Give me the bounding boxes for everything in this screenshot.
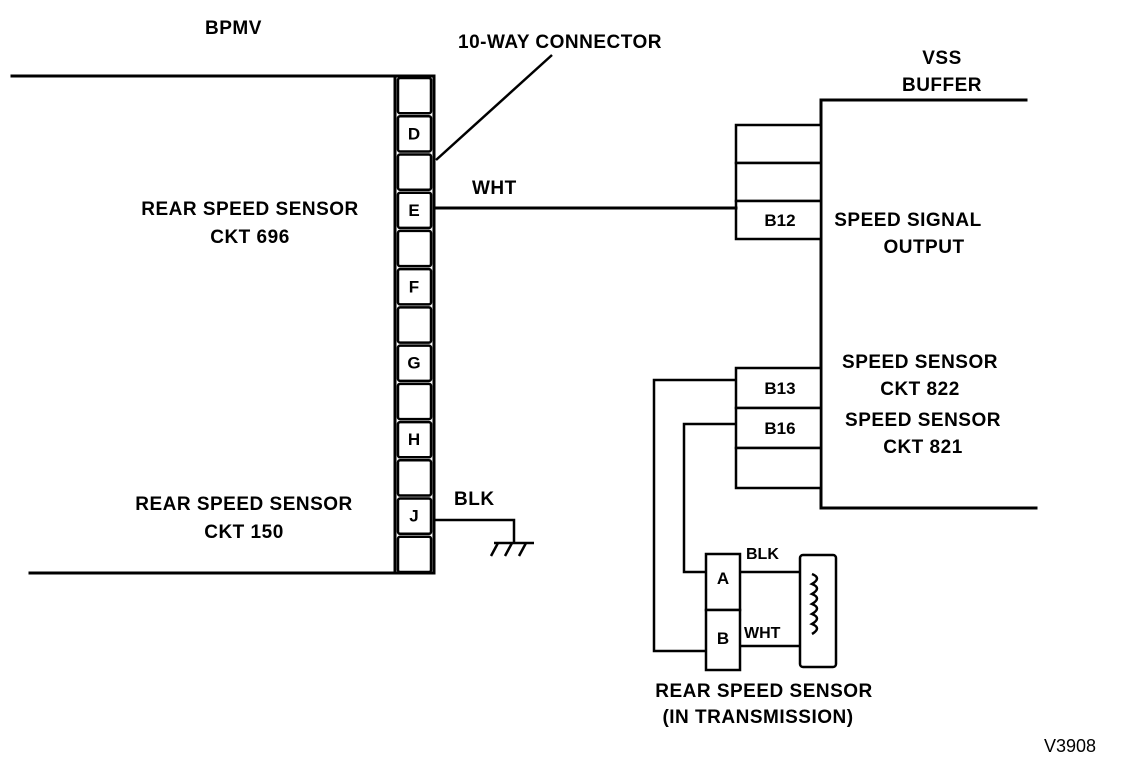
bpmv-pin-cell	[396, 76, 433, 115]
rear-speed-sensor: A B BLK WHT REAR SPEED SENSOR (IN TRANSM…	[655, 546, 873, 728]
wire-j-to-ground-color: BLK	[454, 489, 495, 510]
bpmv-pin-cell	[396, 229, 433, 268]
vss-buffer-outline	[819, 98, 1038, 510]
rss-lead-b-color: WHT	[744, 625, 781, 642]
rss-coil-housing	[798, 553, 838, 669]
rss-title-line2: (IN TRANSMISSION)	[662, 707, 853, 728]
vss-pin-cell	[734, 366, 823, 410]
rss-pin-b	[704, 608, 742, 672]
vss-title-line2: BUFFER	[902, 75, 982, 96]
vss-pin-cell	[734, 199, 823, 241]
bpmv-title: BPMV	[205, 18, 262, 39]
vss-circuit-822-line1: SPEED SENSOR	[842, 352, 998, 373]
wire-j-to-ground	[434, 518, 516, 543]
bpmv-pin-label: D	[408, 124, 420, 143]
bpmv-pin-cell	[396, 459, 433, 497]
bpmv-pin-label: E	[408, 201, 419, 220]
bpmv-pin-cell	[396, 191, 433, 230]
coil-icon	[809, 572, 819, 636]
vss-circuit-821-line2: CKT 821	[883, 437, 963, 458]
vss-circuit-output-line2: OUTPUT	[883, 237, 964, 258]
bpmv-pin-cell	[396, 153, 433, 191]
vss-pin-label: B16	[764, 419, 795, 438]
bpmv-pin-cell	[396, 420, 433, 459]
connector-label: 10-WAY CONNECTOR	[458, 32, 662, 53]
bpmv-pin-cell	[396, 114, 433, 153]
rss-pin-a-label: A	[717, 569, 729, 588]
wire-b16-to-rss-a	[682, 422, 736, 574]
vss-pin-cell	[734, 123, 823, 165]
bpmv-connector: D E F G H J	[396, 76, 433, 574]
wire-b13-to-rss-b	[652, 378, 736, 653]
rss-lead-a-color: BLK	[746, 546, 779, 563]
vss-circuit-821-line1: SPEED SENSOR	[845, 410, 1001, 431]
rss-pin-b-label: B	[717, 629, 729, 648]
wires: WHT BLK	[432, 178, 738, 653]
vss-pin-label: B12	[764, 211, 795, 230]
ground-symbol-icon	[489, 541, 534, 557]
rss-title-line1: REAR SPEED SENSOR	[655, 681, 873, 702]
connector-leader-line	[435, 54, 553, 161]
figure-code: V3908	[1044, 736, 1096, 756]
vss-pin-cell	[734, 161, 823, 203]
rss-pin-a	[704, 552, 742, 612]
bpmv-pin-cell	[396, 497, 433, 536]
vss-circuit-822-line2: CKT 822	[880, 379, 960, 400]
bpmv-pin-label: F	[409, 277, 419, 296]
bpmv-circuit-150-line1: REAR SPEED SENSOR	[135, 494, 353, 515]
bpmv-pin-cell	[396, 535, 433, 574]
vss-pin-label: B13	[764, 379, 795, 398]
bpmv-pin-label: G	[407, 354, 420, 373]
vss-pin-cell	[734, 446, 823, 490]
bpmv-pin-label: J	[409, 507, 418, 526]
bpmv-module: BPMV D E F G H J REAR SPEED SENSOR CKT 696 RE…	[10, 18, 662, 575]
bpmv-pin-label: H	[408, 430, 420, 449]
vss-connector-upper: B12	[734, 123, 823, 241]
vss-title-line1: VSS	[922, 48, 962, 69]
bpmv-circuit-696-line2: CKT 696	[210, 227, 290, 248]
bpmv-circuit-696-line1: REAR SPEED SENSOR	[141, 199, 359, 220]
bpmv-circuit-150-line2: CKT 150	[204, 522, 284, 543]
bpmv-pin-cell	[396, 382, 433, 421]
vss-circuit-output-line1: SPEED SIGNAL	[834, 210, 981, 231]
bpmv-pin-cell	[396, 306, 433, 344]
wire-e-to-b12-color: WHT	[472, 178, 517, 199]
bpmv-pin-cell	[396, 267, 433, 306]
vss-pin-cell	[734, 406, 823, 450]
bpmv-pin-cell	[396, 344, 433, 383]
